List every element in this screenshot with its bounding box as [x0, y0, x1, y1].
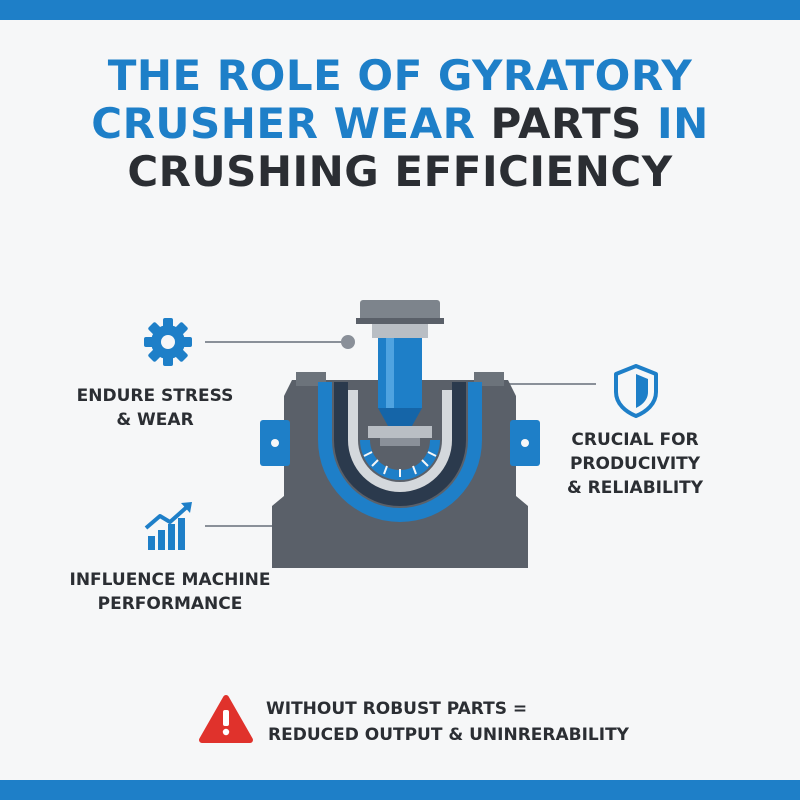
callout-endure-stress: ENDURE STRESS & WEAR [76, 386, 234, 430]
title-line-2: CRUSHER WEAR PARTS IN [91, 99, 709, 148]
page-title: THE ROLE OF GYRATORY CRUSHER WEAR PARTS … [0, 52, 800, 196]
callout-productivity-reliability: CRUCIAL FOR PRODUCIVITY & RELIABILITY [566, 430, 704, 498]
growth-chart-icon [144, 502, 192, 550]
top-accent-bar [0, 0, 800, 20]
gear-icon [144, 318, 192, 366]
title-line-1: THE ROLE OF GYRATORY [107, 51, 693, 100]
crusher-body [260, 300, 540, 568]
title-line-3: CRUSHING EFFICIENCY [127, 147, 673, 196]
warning-message: WITHOUT ROBUST PARTS = REDUCED OUTPUT & … [266, 699, 629, 745]
connector-dot-stress [341, 335, 355, 349]
shield-icon [614, 364, 658, 418]
bottom-accent-bar [0, 780, 800, 800]
warning-triangle-icon [199, 695, 253, 743]
callout-machine-performance: INFLUENCE MACHINE PERFORMANCE [69, 570, 271, 614]
